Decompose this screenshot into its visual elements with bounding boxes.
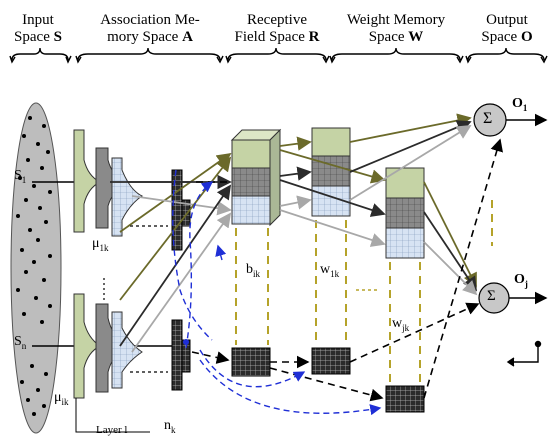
header-receptive-symbol: R: [308, 29, 320, 45]
label-w1k-sub: 1k: [330, 268, 340, 279]
header-input-symbol: S: [53, 29, 62, 45]
label-w1k: w1k: [320, 262, 339, 279]
label-mu1k-sub: 1k: [99, 242, 109, 253]
sum-symbol-1: Σ: [483, 110, 493, 127]
header-output-space: Output Space O: [470, 12, 544, 46]
header-receptive-line2: Field Space: [234, 29, 309, 45]
label-muik: μik: [54, 390, 69, 407]
label-mu1k-main: μ: [92, 236, 100, 251]
label-o1-main: O: [512, 96, 523, 111]
label-s1-main: S: [14, 168, 22, 183]
label-s1-sub: 1: [21, 174, 27, 185]
label-oj-sub: j: [524, 278, 528, 289]
label-wjk-sub: jk: [402, 322, 410, 333]
header-weight-space: Weight Memory Space W: [336, 12, 456, 46]
brace-output: [465, 47, 548, 64]
header-output-line2: Space: [481, 29, 521, 45]
receptive-field-bottom-cell: [231, 347, 271, 377]
label-bik: bik: [246, 262, 260, 279]
label-bik-sub: ik: [253, 268, 261, 279]
label-muik-sub: ik: [61, 396, 69, 407]
header-braces: [9, 47, 548, 64]
sum-symbol-j: Σ: [487, 288, 496, 304]
label-layer: Layer l: [96, 424, 127, 436]
weight-column-j-dashed: [389, 262, 421, 385]
label-mu1k: μ1k: [92, 236, 109, 253]
weight-column-1: [311, 127, 351, 217]
header-weight-line1: Weight Memory: [346, 12, 446, 28]
input-space-dots: [16, 116, 52, 416]
header-input-line1: Input: [22, 12, 54, 28]
brace-association: [75, 47, 224, 64]
label-s1: S1: [14, 168, 26, 185]
header-output-symbol: O: [520, 29, 533, 45]
association-curves-top: [73, 129, 143, 237]
label-sn-main: S: [14, 334, 22, 349]
return-arrow-icon: [506, 340, 542, 367]
weight-column-j: [385, 167, 425, 259]
header-receptive-space: Receptive Field Space R: [224, 12, 330, 46]
header-association-symbol: A: [182, 29, 193, 45]
header-association-space: Association Me- mory Space A: [86, 12, 214, 46]
association-curves-bottom: [73, 293, 143, 399]
weight-column-1-dashed: [315, 220, 347, 345]
receptive-field-cube: [230, 128, 282, 227]
label-w1k-main: w: [320, 262, 331, 277]
header-association-line2: mory Space: [107, 29, 183, 45]
header-association-line1: Association Me-: [100, 12, 200, 28]
label-o1-sub: 1: [522, 102, 528, 113]
quantized-strip-bottom: [171, 319, 191, 391]
label-muik-main: μ: [54, 390, 62, 405]
header-receptive-line1: Receptive: [247, 12, 307, 28]
input-space-ellipse: [10, 102, 62, 434]
connections-to-outputs: [349, 113, 478, 296]
label-nk-main: n: [164, 418, 171, 433]
label-bik-main: b: [246, 262, 253, 277]
blue-feedback-node: [183, 339, 189, 345]
label-oj: Oj: [514, 272, 528, 289]
receptive-dashed-lines: [235, 228, 269, 345]
connections-to-weights: [279, 136, 386, 247]
header-input-line2: Space: [14, 29, 54, 45]
header-weight-line2: Space: [368, 29, 409, 45]
label-oj-main: O: [514, 272, 525, 287]
label-wjk: wjk: [392, 316, 409, 333]
blue-feedback-curves: [172, 169, 382, 416]
weight-column-j-bottom-cell: [385, 385, 425, 413]
header-input-space: Input Space S: [8, 12, 68, 46]
brace-receptive: [225, 47, 330, 64]
label-sn: Sn: [14, 334, 26, 351]
label-o1: O1: [512, 96, 527, 113]
brace-input: [9, 47, 72, 64]
brace-weight: [329, 47, 464, 64]
layer-bracket: [75, 398, 150, 433]
label-wjk-main: w: [392, 316, 403, 331]
label-nk-sub: k: [171, 424, 176, 435]
header-weight-symbol: W: [408, 29, 424, 45]
weight-column-1-bottom-cell: [311, 347, 351, 375]
header-output-line1: Output: [486, 12, 528, 28]
label-nk: nk: [164, 418, 176, 435]
label-sn-sub: n: [21, 340, 27, 351]
label-layer-text: Layer l: [96, 424, 128, 436]
